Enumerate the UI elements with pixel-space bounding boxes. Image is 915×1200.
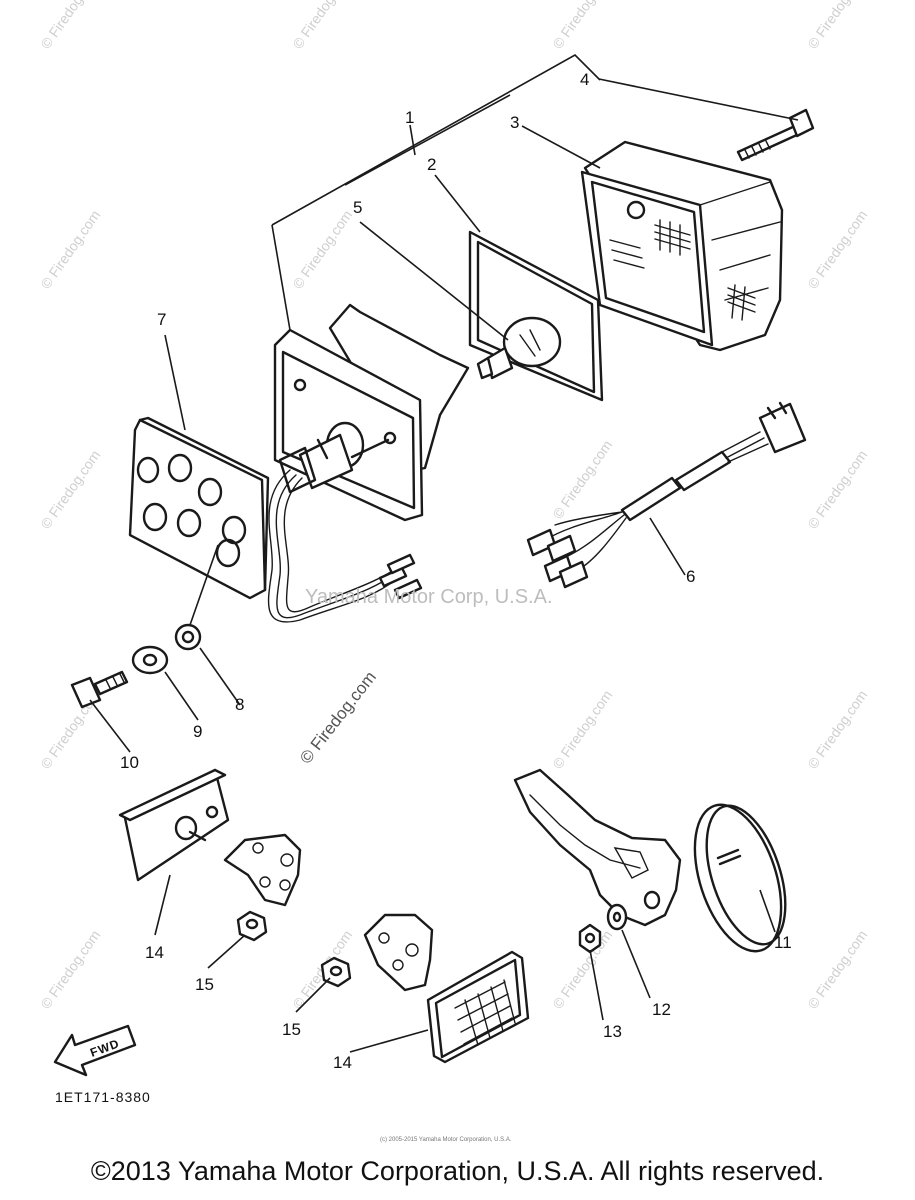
part-6-wire-lead	[526, 401, 807, 589]
leader-lines	[89, 54, 799, 1053]
callout-2: 2	[427, 155, 436, 174]
callout-10: 10	[120, 753, 139, 772]
tiny-copyright: (c) 2005-2015 Yamaha Motor Corporation, …	[380, 1137, 512, 1143]
wire-harness-base	[267, 469, 423, 623]
part-12-washer	[606, 903, 628, 931]
callout-15a: 15	[195, 975, 214, 994]
part-11-round-reflector	[693, 803, 787, 953]
watermark-tile: © Firedog.com	[804, 447, 870, 532]
callout-7: 7	[157, 310, 166, 329]
part-9-washer	[131, 645, 169, 675]
diagonal-watermark: © Firedog.com	[296, 668, 380, 768]
callout-3: 3	[510, 113, 519, 132]
watermark-tile: © Firedog.com	[37, 207, 103, 292]
watermark-tile: © Firedog.com	[549, 437, 615, 522]
drawing-code: 1ET171-8380	[55, 1089, 151, 1105]
part-15-nut-upper	[236, 910, 268, 942]
part-13-nut	[578, 923, 602, 954]
callout-11: 11	[774, 933, 792, 952]
part-4-screw	[736, 108, 815, 162]
watermark-tile: © Firedog.com	[804, 927, 870, 1012]
callout-13: 13	[603, 1022, 622, 1041]
callout-4: 4	[580, 70, 589, 89]
callout-14a: 14	[145, 943, 164, 962]
callout-12: 12	[652, 1000, 671, 1019]
part-8-washer	[174, 623, 202, 651]
callout-6: 6	[686, 567, 695, 586]
part-2-gasket	[468, 230, 604, 402]
center-watermark: Yamaha Motor Corp, U.S.A.	[305, 586, 553, 608]
part-1-lamp-base	[273, 303, 470, 522]
fwd-arrow-icon: FWD	[53, 1024, 137, 1077]
part-5-bulb	[476, 316, 562, 380]
bracket-upper	[223, 833, 302, 907]
part-10-bolt	[70, 670, 129, 709]
callout-8: 8	[235, 695, 244, 714]
part-3-lens-housing	[580, 140, 784, 352]
watermark-tile: © Firedog.com	[37, 0, 103, 52]
watermark-tile: © Firedog.com	[289, 0, 355, 52]
watermark-tile: © Firedog.com	[804, 687, 870, 772]
bracket-lower	[363, 913, 434, 992]
part-14-reflector-upper	[118, 768, 230, 882]
watermark-tile: © Firedog.com	[37, 447, 103, 532]
callout-14b: 14	[333, 1053, 352, 1072]
watermark-tile: © Firedog.com	[804, 207, 870, 292]
watermark-tile: © Firedog.com	[549, 0, 615, 52]
watermark-tile: © Firedog.com	[804, 0, 870, 52]
watermark-tile: © Firedog.com	[549, 687, 615, 772]
part-14-reflector-lower	[426, 950, 530, 1064]
part-7-cover	[128, 416, 270, 600]
callouts: 1 2 3 4 5 6 7 8 9 10 11 12 13 14 14 15 1…	[120, 70, 792, 1072]
watermark-tile: © Firedog.com	[37, 927, 103, 1012]
footer-copyright: ©2013 Yamaha Motor Corporation, U.S.A. A…	[90, 1156, 825, 1186]
callout-9: 9	[193, 722, 202, 741]
mount-bracket-right	[513, 768, 682, 927]
callout-1: 1	[405, 108, 414, 127]
callout-5: 5	[353, 198, 362, 217]
watermark-tile: © Firedog.com	[289, 207, 355, 292]
callout-15b: 15	[282, 1020, 301, 1039]
